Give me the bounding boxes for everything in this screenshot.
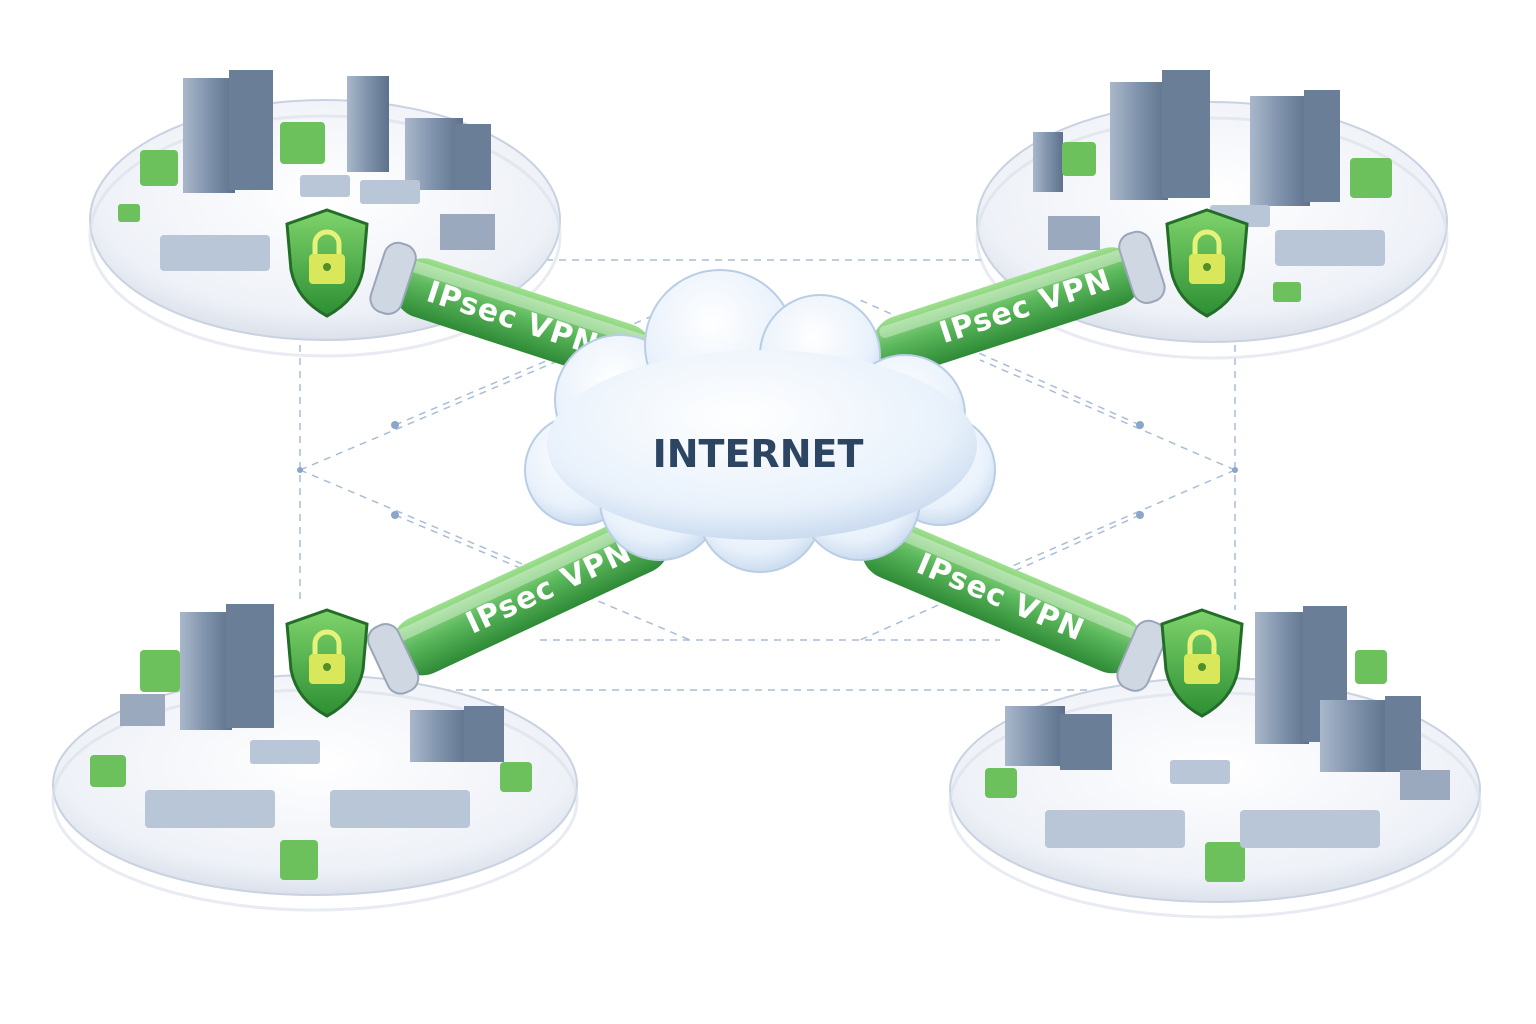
internet-label: INTERNET [653, 432, 864, 476]
